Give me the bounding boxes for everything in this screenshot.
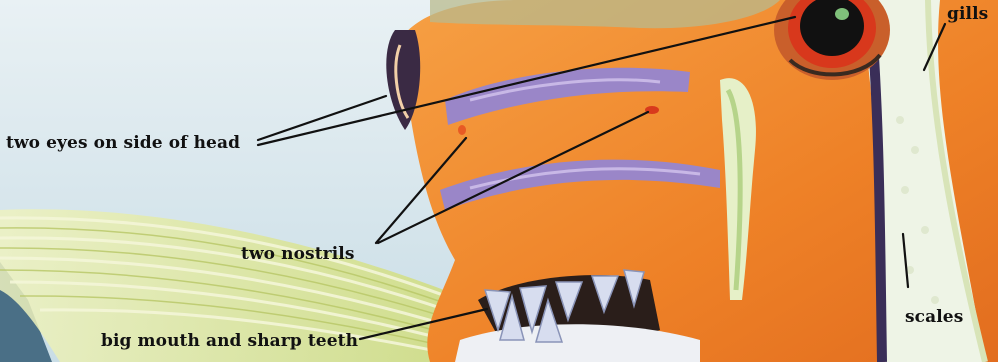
label-mouth: big mouth and sharp teeth: [101, 331, 358, 351]
label-nostrils: two nostrils: [241, 244, 355, 264]
label-gills: gills: [947, 4, 988, 24]
label-eyes: two eyes on side of head: [6, 133, 240, 153]
label-scales: scales: [905, 307, 963, 327]
